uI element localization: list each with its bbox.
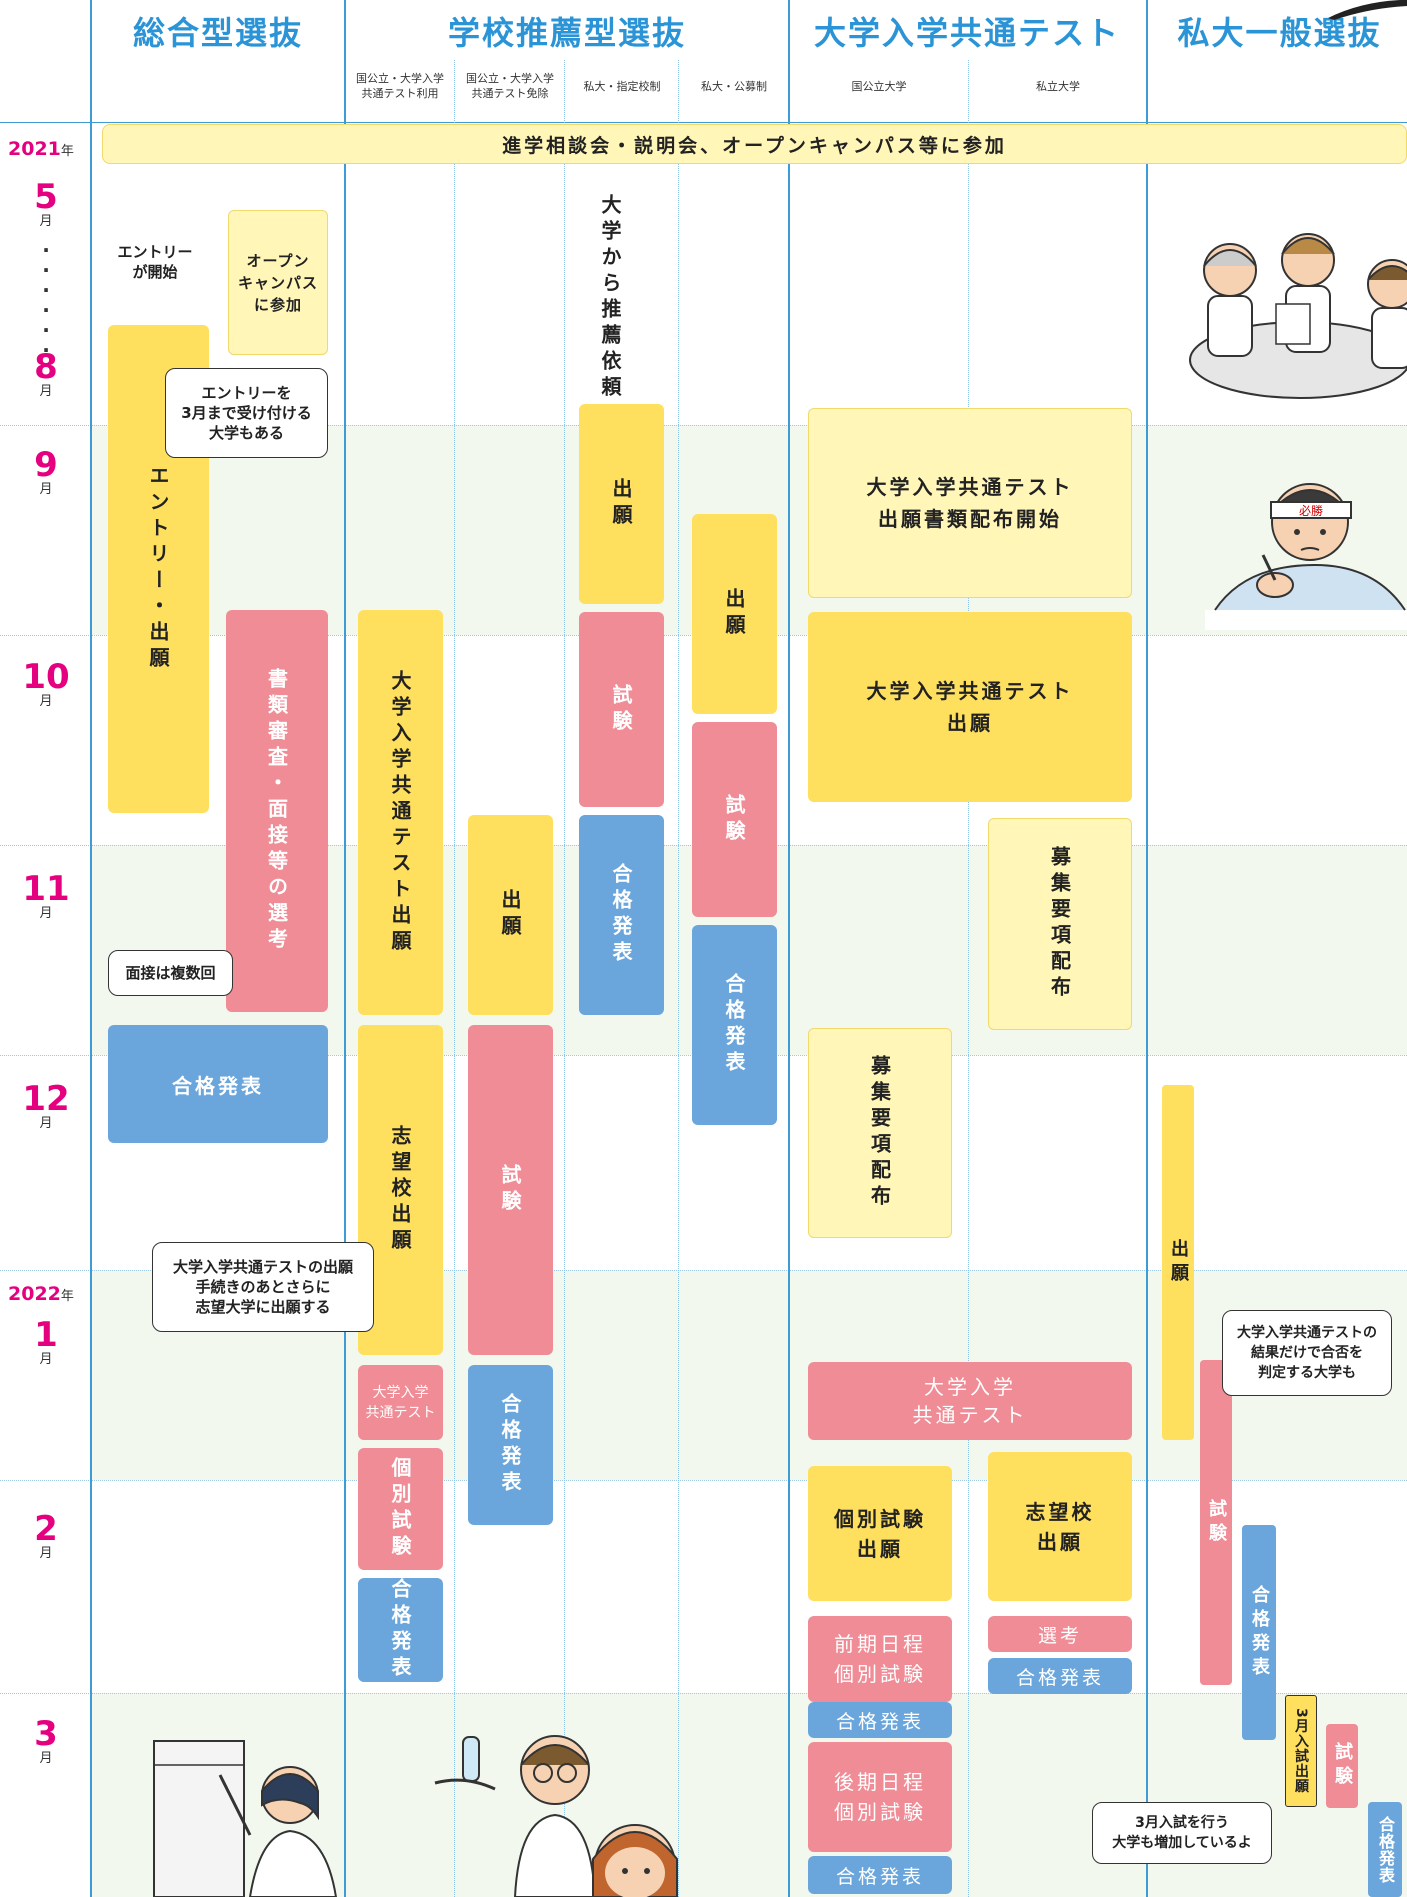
national-guide: 募集要項配布	[808, 1028, 952, 1238]
open-exam: 試験	[692, 722, 777, 917]
designated-apply: 出願	[579, 404, 664, 604]
subheader-private-designated: 私大・指定校制	[583, 79, 661, 93]
event-banner: 進学相談会・説明会、オープンキャンパス等に参加	[102, 124, 1407, 164]
header-comprehensive: 総合型選抜	[132, 14, 303, 52]
national-use-common-apply: 大学入学共通テスト出願	[358, 610, 443, 1015]
common-apply: 大学入学共通テスト 出願	[808, 612, 1132, 802]
year-2021: 2021年	[8, 138, 74, 160]
header-common-test: 大学入学共通テスト	[813, 14, 1120, 52]
bubble-interview: 面接は複数回	[108, 950, 233, 996]
national-exempt-exam: 試験	[468, 1025, 553, 1355]
early-individual-exam: 前期日程 個別試験	[808, 1616, 952, 1702]
subcol-rule-4	[968, 60, 969, 1897]
rule-feb	[0, 1480, 1407, 1481]
open-result: 合格発表	[692, 925, 777, 1125]
subcol-rule-1	[454, 60, 455, 1897]
general-result: 合格発表	[1242, 1525, 1276, 1740]
national-result-1: 合格発表	[808, 1702, 952, 1738]
national-result-2: 合格発表	[808, 1856, 952, 1894]
common-test-box: 大学入学 共通テスト	[808, 1362, 1132, 1440]
national-use-common-test: 大学入学 共通テスト	[358, 1365, 443, 1440]
general-apply: 出願	[1162, 1085, 1194, 1440]
header-school-recommend: 学校推薦型選抜	[447, 14, 686, 52]
march-result: 合格発表	[1368, 1802, 1402, 1897]
general-exam: 試験	[1200, 1360, 1232, 1685]
private-guide: 募集要項配布	[988, 818, 1132, 1030]
common-distribution: 大学入学共通テスト 出願書類配布開始	[808, 408, 1132, 598]
col-rule-2	[344, 0, 346, 1897]
rule-jan	[0, 1270, 1407, 1271]
subcol-rule-2	[564, 60, 565, 1897]
private-selection: 選考	[988, 1616, 1132, 1652]
subheader-national-use: 国公立・大学入学 共通テスト利用	[356, 72, 444, 100]
late-individual-exam: 後期日程 個別試験	[808, 1742, 952, 1852]
col-rule-3	[788, 0, 790, 1897]
subheader-private-open: 私大・公募制	[701, 79, 767, 93]
month-dots: ······	[42, 238, 50, 362]
march-apply: 3月入試出願	[1285, 1695, 1317, 1807]
scientist-illustration-icon	[434, 1735, 678, 1897]
national-individual-apply: 個別試験 出願	[808, 1466, 952, 1601]
col-rule-4	[1146, 0, 1148, 1897]
designated-result: 合格発表	[579, 815, 664, 1015]
designated-request: 大学から推薦依頼	[598, 194, 622, 402]
bubble-national-use: 大学入学共通テストの出願 手続きのあとさらに 志望大学に出願する	[152, 1242, 374, 1332]
subcol-rule-3	[678, 60, 679, 1897]
national-exempt-apply: 出願	[468, 815, 553, 1015]
entry-start-label: エントリー が開始	[117, 243, 193, 281]
designated-exam: 試験	[579, 612, 664, 807]
rule-sep	[0, 425, 1407, 426]
national-exempt-result: 合格発表	[468, 1365, 553, 1525]
subheader-national-univ: 国公立大学	[851, 79, 907, 93]
private-school-apply: 志望校 出願	[988, 1452, 1132, 1601]
national-use-individual: 個別試験	[358, 1448, 443, 1570]
subheader-national-exempt: 国公立・大学入学 共通テスト免除	[466, 72, 554, 100]
bubble-march: 3月入試を行う 大学も増加しているよ	[1092, 1802, 1272, 1864]
open-campus-box: オープン キャンパス に参加	[228, 210, 328, 355]
march-exam: 試験	[1326, 1724, 1358, 1808]
header-private-general: 私大一般選抜	[1177, 14, 1382, 52]
private-result: 合格発表	[988, 1658, 1132, 1694]
bubble-common-only: 大学入学共通テストの 結果だけで合否を 判定する大学も	[1222, 1310, 1392, 1396]
headband-text: 必勝	[1299, 503, 1323, 518]
bulletin-board-illustration-icon	[153, 1740, 338, 1897]
bubble-entry-deadline: エントリーを 3月まで受け付ける 大学もある	[165, 368, 328, 458]
meeting-illustration-icon	[1189, 233, 1407, 399]
open-apply: 出願	[692, 514, 777, 714]
year-2022: 2022年	[8, 1283, 74, 1305]
screening-box: 書類審査・面接等の選考	[226, 610, 328, 1012]
comprehensive-result-box: 合格発表	[108, 1025, 328, 1143]
rule-mar	[0, 1693, 1407, 1694]
corner-decoration-icon	[1328, 0, 1407, 20]
col-rule-1	[90, 0, 92, 1897]
national-use-result: 合格発表	[358, 1578, 443, 1682]
header-rule	[0, 122, 1407, 123]
studying-student-icon: 必勝	[1205, 483, 1407, 630]
subheader-private-univ: 私立大学	[1036, 79, 1080, 93]
